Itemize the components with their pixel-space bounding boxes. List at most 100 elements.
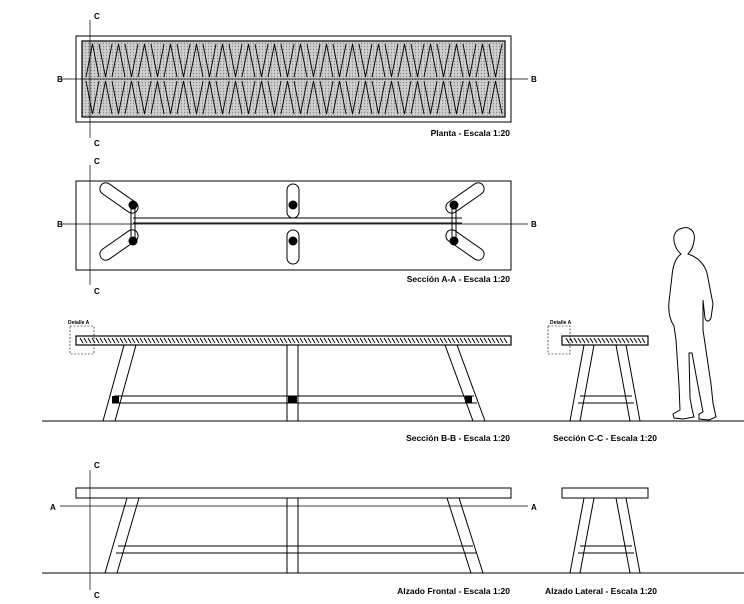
hatch-mark bbox=[259, 337, 264, 344]
hatch-mark bbox=[135, 337, 140, 344]
zigzag-stroke bbox=[332, 43, 347, 78]
hatch-mark bbox=[171, 337, 176, 344]
hatch-mark bbox=[467, 337, 472, 344]
leg-right-front bbox=[446, 497, 484, 574]
zigzag-stroke bbox=[423, 80, 438, 115]
hatch-mark bbox=[471, 337, 476, 344]
zigzag-stroke bbox=[202, 43, 217, 78]
zigzag-stroke bbox=[254, 43, 269, 78]
hatch-mark bbox=[431, 337, 436, 344]
zigzag-stroke bbox=[267, 43, 282, 78]
hatch-mark bbox=[199, 337, 204, 344]
zigzag-stroke bbox=[319, 80, 334, 115]
hatch-mark bbox=[315, 337, 320, 344]
hatch-mark bbox=[495, 337, 500, 344]
hatch-mark bbox=[391, 337, 396, 344]
hatch-mark bbox=[641, 337, 646, 344]
zigzag-stroke bbox=[358, 43, 373, 78]
hatch-mark bbox=[601, 337, 606, 344]
zigzag-stroke bbox=[150, 43, 165, 78]
hatch-mark bbox=[247, 337, 252, 344]
leg-top-center bbox=[286, 183, 300, 219]
human-scale-figure bbox=[668, 227, 717, 421]
hatch-mark bbox=[423, 337, 428, 344]
hatch-mark bbox=[99, 337, 104, 344]
zigzag-stroke bbox=[267, 80, 282, 115]
leg-right-side bbox=[615, 497, 641, 574]
hatch-mark bbox=[287, 337, 292, 344]
hatch-mark bbox=[443, 337, 448, 344]
zigzag-stroke bbox=[176, 43, 191, 78]
section-aa-outline bbox=[75, 180, 512, 271]
hatch-mark bbox=[605, 337, 610, 344]
zigzag-stroke bbox=[449, 80, 464, 115]
hatch-mark bbox=[483, 337, 488, 344]
leg-left-front bbox=[104, 497, 140, 574]
caption-seccion-bb: Sección B-B - Escala 1:20 bbox=[406, 433, 510, 443]
hatch-mark bbox=[271, 337, 276, 344]
caption-seccion-cc: Sección C-C - Escala 1:20 bbox=[553, 433, 657, 443]
joint-dot bbox=[449, 236, 459, 246]
section-cc-view: Detalle A Sección C-C - Escala 1:20 bbox=[547, 320, 657, 443]
zigzag-stroke bbox=[163, 80, 178, 115]
hatch-mark bbox=[355, 337, 360, 344]
zigzag-stroke bbox=[215, 43, 230, 78]
hatch-mark bbox=[175, 337, 180, 344]
marker-b-left: B bbox=[57, 220, 63, 229]
hatch-mark bbox=[243, 337, 248, 344]
hatch-mark bbox=[379, 337, 384, 344]
joint-dot bbox=[288, 236, 298, 246]
zigzag-stroke bbox=[345, 80, 360, 115]
zigzag-stroke bbox=[436, 43, 451, 78]
hatch-mark bbox=[593, 337, 598, 344]
zigzag-stroke bbox=[124, 43, 139, 78]
hatch-mark bbox=[303, 337, 308, 344]
caption-alzado-frontal: Alzado Frontal - Escala 1:20 bbox=[397, 586, 510, 596]
marker-c-bottom: C bbox=[94, 287, 100, 296]
hatch-mark bbox=[375, 337, 380, 344]
zigzag-stroke bbox=[358, 80, 373, 115]
leg-bottom-left bbox=[99, 229, 139, 261]
marker-c-bottom: C bbox=[94, 139, 100, 148]
zigzag-stroke bbox=[332, 80, 347, 115]
hatch-mark bbox=[585, 337, 590, 344]
hatch-mark bbox=[339, 337, 344, 344]
joint-dot bbox=[449, 200, 459, 210]
hatch-mark bbox=[455, 337, 460, 344]
zigzag-stroke bbox=[85, 43, 100, 78]
leg-right-cc bbox=[615, 344, 641, 422]
hatch-mark bbox=[251, 337, 256, 344]
hatch-mark bbox=[223, 337, 228, 344]
hatch-mark bbox=[367, 337, 372, 344]
hatch-mark bbox=[187, 337, 192, 344]
tabletop-front bbox=[75, 487, 512, 499]
marker-c-top: C bbox=[94, 12, 100, 21]
hatch-mark bbox=[231, 337, 236, 344]
hatch-mark bbox=[451, 337, 456, 344]
zigzag-stroke bbox=[306, 80, 321, 115]
hatch-mark bbox=[419, 337, 424, 344]
hatch-mark bbox=[459, 337, 464, 344]
joint-dot bbox=[128, 236, 138, 246]
zigzag-stroke bbox=[397, 43, 412, 78]
hatch-mark bbox=[143, 337, 148, 344]
zigzag-stroke bbox=[254, 80, 269, 115]
hatch-mark bbox=[279, 337, 284, 344]
hatch-mark bbox=[625, 337, 630, 344]
zigzag-stroke bbox=[462, 80, 477, 115]
section-bb-view: Detalle A Sección B-B - Escala 1:20 bbox=[42, 320, 744, 443]
hatch-mark bbox=[463, 337, 468, 344]
hatch-mark bbox=[363, 337, 368, 344]
zigzag-stroke bbox=[436, 80, 451, 115]
hatch-mark bbox=[179, 337, 184, 344]
hatch-mark bbox=[407, 337, 412, 344]
zigzag-stroke bbox=[397, 80, 412, 115]
leg-center bbox=[286, 344, 299, 422]
plan-view: C C B B Planta - Escala 1:20 bbox=[57, 12, 537, 148]
zigzag-stroke bbox=[462, 43, 477, 78]
hatch-mark bbox=[295, 337, 300, 344]
hatch-mark bbox=[227, 337, 232, 344]
hatch-mark bbox=[331, 337, 336, 344]
leg-center-front bbox=[286, 497, 299, 574]
